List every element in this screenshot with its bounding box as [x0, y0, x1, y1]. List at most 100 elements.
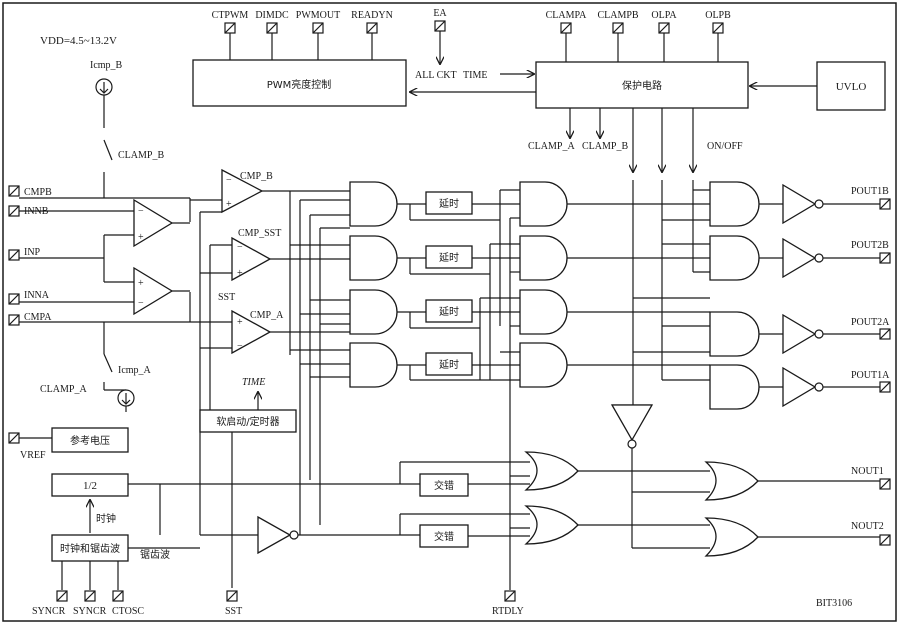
- supply-label: VDD=4.5~13.2V: [40, 35, 117, 47]
- svg-text:READYN: READYN: [351, 10, 393, 21]
- pout2b-label: POUT2B: [851, 240, 889, 251]
- uvlo-label: UVLO: [836, 81, 867, 93]
- pout2a-label: POUT2A: [851, 317, 890, 328]
- bottom-inverter: [200, 515, 420, 555]
- svg-text:交错: 交错: [434, 479, 454, 492]
- svg-text:+: +: [138, 232, 144, 243]
- svg-text:−: −: [138, 206, 144, 217]
- pin-ctpwm: CTPWM: [212, 10, 249, 60]
- pout1b-label: POUT1B: [851, 186, 889, 197]
- uvlo-block: [816, 61, 886, 111]
- protection-block: [535, 61, 749, 109]
- svg-text:EA: EA: [433, 8, 447, 19]
- clamp-b-output-label: CLAMP_B: [582, 141, 628, 152]
- pin-readyn: READYN: [351, 10, 393, 60]
- svg-text:CMPB: CMPB: [24, 187, 52, 198]
- pin-cmpb: CMPB: [8, 185, 191, 222]
- svg-text:交错: 交错: [434, 530, 454, 543]
- pin-olpb: OLPB: [705, 10, 731, 62]
- all-ckt-label: ALL CKT: [415, 70, 457, 81]
- svg-text:Icmp_A: Icmp_A: [118, 365, 152, 376]
- svg-text:CLAMP_B: CLAMP_B: [118, 150, 164, 161]
- pin-clampa: CLAMPA: [546, 10, 588, 62]
- svg-text:INNA: INNA: [24, 290, 50, 301]
- delay-block-1: 延时: [397, 191, 520, 215]
- pin-rtdly: RTDLY: [492, 590, 524, 617]
- nout1-label: NOUT1: [851, 466, 884, 477]
- svg-text:OLPA: OLPA: [651, 10, 677, 21]
- and-gate-7: [519, 289, 710, 335]
- pin-dimdc: DIMDC: [255, 10, 289, 60]
- svg-text:SYNCR: SYNCR: [73, 606, 107, 617]
- pin-sst: SST: [225, 590, 242, 617]
- internal-buses: [289, 191, 350, 535]
- svg-text:−: −: [138, 298, 144, 309]
- or-gate-2: [524, 505, 710, 545]
- svg-text:延时: 延时: [439, 306, 459, 318]
- svg-text:CLAMPB: CLAMPB: [597, 10, 638, 21]
- output-stage-pout2a: POUT2A: [709, 311, 891, 357]
- svg-text:−: −: [237, 242, 243, 253]
- svg-text:CLAMP_A: CLAMP_A: [40, 384, 87, 395]
- svg-text:VREF: VREF: [20, 450, 46, 461]
- sawtooth-label: 锯齿波: [140, 548, 170, 561]
- pin-pwmout: PWMOUT: [296, 10, 340, 60]
- svg-text:INP: INP: [24, 247, 41, 258]
- onoff-label: ON/OFF: [707, 141, 743, 152]
- output-stage-nout2: NOUT2: [704, 517, 891, 557]
- nout-enable-inverter: [610, 404, 710, 549]
- svg-text:延时: 延时: [439, 198, 459, 210]
- svg-text:−: −: [226, 175, 232, 186]
- output-stage-pout2b: POUT2B: [709, 235, 891, 281]
- pin-innb: INNB: [8, 205, 134, 217]
- svg-text:CTPWM: CTPWM: [212, 10, 249, 21]
- error-amp-a: +−: [133, 266, 190, 316]
- pin-ea: EA: [433, 8, 447, 64]
- pin-inp: INP: [8, 234, 134, 283]
- svg-text:CMP_B: CMP_B: [240, 171, 273, 182]
- svg-text:+: +: [237, 317, 243, 328]
- clamp-a-output-label: CLAMP_A: [528, 141, 575, 152]
- pout1a-label: POUT1A: [851, 370, 890, 381]
- pin-syncr-2: SYNCR: [73, 561, 107, 617]
- svg-text:SYNCR: SYNCR: [32, 606, 66, 617]
- protection-outputs: CLAMP_A CLAMP_B ON/OFF: [528, 108, 743, 172]
- svg-text:1/2: 1/2: [83, 480, 97, 492]
- svg-text:软启动/定时器: 软启动/定时器: [216, 415, 279, 428]
- svg-text:Icmp_B: Icmp_B: [90, 60, 123, 71]
- pin-ctosc: CTOSC: [112, 561, 144, 617]
- svg-text:−: −: [237, 341, 243, 352]
- interleave-block-2: 交错: [399, 513, 530, 548]
- svg-text:CMPA: CMPA: [24, 312, 52, 323]
- pin-inna: INNA: [8, 290, 134, 305]
- svg-text:CMP_SST: CMP_SST: [238, 228, 281, 239]
- comparator-cmp-b: − + CMP_B: [190, 168, 350, 214]
- output-stage-pout1b: POUT1B: [709, 181, 891, 227]
- delay-block-4: 延时: [397, 352, 520, 376]
- pin-syncr-1: SYNCR: [32, 561, 68, 617]
- pwm-control-block: [192, 59, 407, 107]
- time-label: TIME: [463, 70, 487, 81]
- clock-label: 时钟: [96, 512, 116, 525]
- delay-block-2: 延时: [397, 245, 520, 269]
- interleave-block-1: 交错: [399, 461, 530, 497]
- svg-text:延时: 延时: [439, 252, 459, 264]
- comparator-cmp-sst: −+ CMP_SST: [231, 228, 300, 282]
- pwm-control-label: PWM亮度控制: [267, 78, 332, 91]
- svg-text:OLPB: OLPB: [705, 10, 731, 21]
- pin-vref: VREF 参考电压: [8, 427, 129, 461]
- soft-start-block: 软启动/定时器 TIME: [199, 377, 297, 588]
- and-gate-4: [349, 342, 398, 388]
- output-stage-nout1: NOUT1: [704, 461, 891, 501]
- svg-text:CLAMPA: CLAMPA: [546, 10, 588, 21]
- svg-text:+: +: [226, 199, 232, 210]
- and-gate-8: [519, 342, 710, 388]
- svg-text:时钟和锯齿波: 时钟和锯齿波: [60, 542, 120, 555]
- output-control-bus: [632, 180, 710, 405]
- svg-text:SST: SST: [225, 606, 242, 617]
- svg-text:PWMOUT: PWMOUT: [296, 10, 340, 21]
- svg-text:TIME: TIME: [242, 377, 265, 388]
- protection-label: 保护电路: [622, 79, 662, 92]
- current-source-b: Icmp_B CLAMP_B: [90, 60, 164, 198]
